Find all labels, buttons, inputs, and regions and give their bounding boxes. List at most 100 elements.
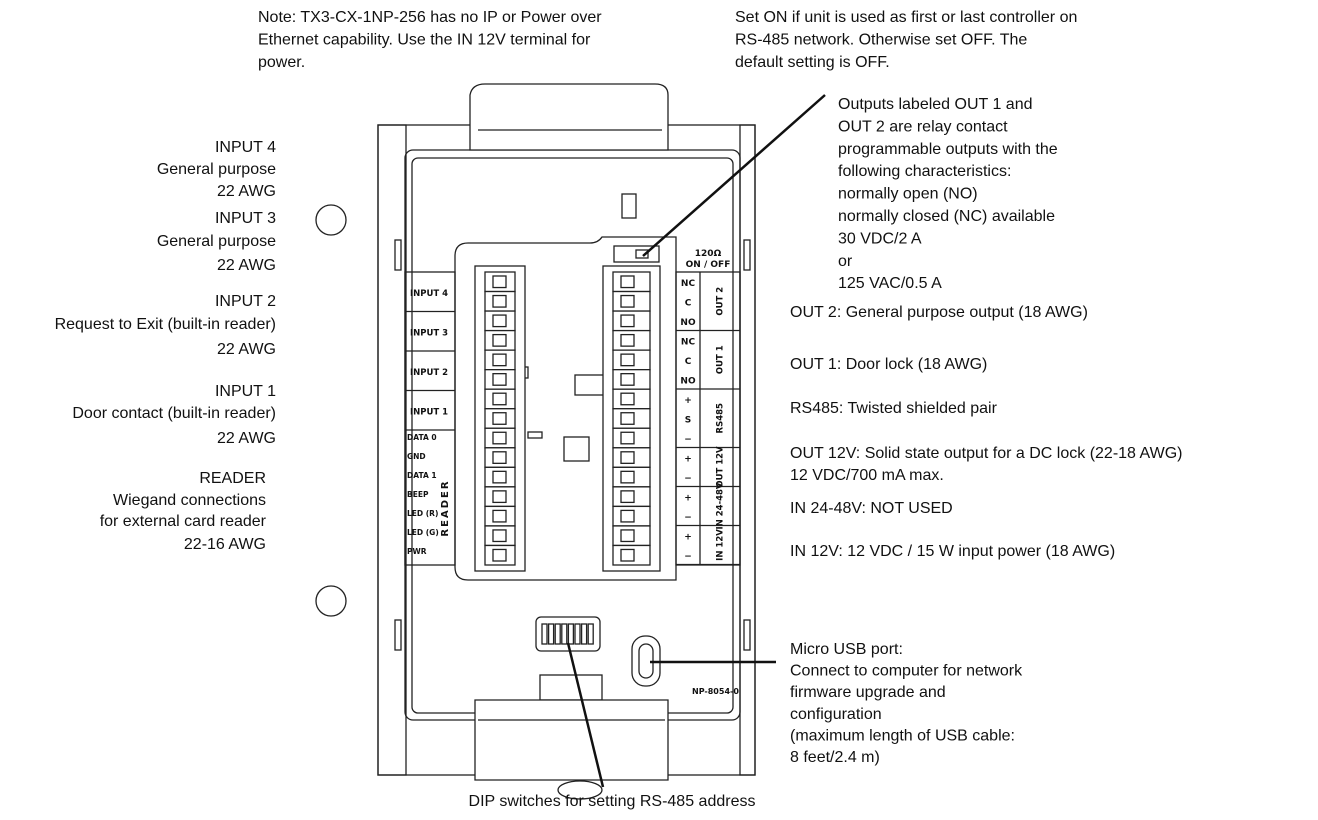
dip-switch[interactable]	[567, 623, 575, 645]
termination-label-ohm: 120Ω	[695, 249, 722, 259]
termination-note-line: Set ON if unit is used as first or last …	[735, 9, 1077, 26]
dip-switch[interactable]	[554, 623, 561, 645]
output-label-table: 120Ω ON / OFF NC C NO OUT 2 NC C NO OUT 1 + S − RS4…	[675, 249, 741, 566]
part-number: NP-8054-0	[692, 687, 739, 696]
termination-label-onoff: ON / OFF	[686, 260, 731, 270]
board-pin-label: −	[684, 474, 692, 484]
input-label-title: INPUT 3	[215, 210, 276, 227]
mounting-hole-top	[315, 204, 347, 236]
left-terminal-block	[474, 265, 526, 572]
dip-note: DIP switches for setting RS-485 address	[469, 793, 756, 810]
dip-switch[interactable]	[561, 623, 568, 645]
outputs-note-line: normally closed (NC) available	[838, 208, 1055, 225]
top-clip	[469, 83, 669, 151]
outputs-note-line: Outputs labeled OUT 1 and	[838, 96, 1033, 113]
input-label-title: READER	[199, 470, 266, 487]
input-label-detail: 22 AWG	[217, 257, 276, 274]
board-pin-label: C	[685, 357, 692, 367]
input-label-title: INPUT 4	[215, 139, 276, 156]
dip-switch[interactable]	[547, 623, 555, 645]
output-description: 12 VDC/700 mA max.	[790, 467, 944, 484]
board-pin-label: C	[685, 299, 692, 309]
termination-note-line: RS-485 network. Otherwise set OFF. The	[735, 32, 1027, 49]
bottom-tab	[539, 674, 603, 701]
board-pin-label: NC	[681, 338, 696, 348]
bottom-clip	[474, 699, 669, 781]
dip-switch[interactable]	[541, 623, 548, 645]
usb-note-line: Micro USB port:	[790, 641, 903, 658]
annotations: Note: TX3-CX-1NP-256 has no IP or Power …	[55, 9, 1183, 810]
board-pin-label: −	[684, 513, 692, 523]
board-pin-label: +	[684, 533, 692, 543]
regulator	[563, 436, 590, 462]
outputs-note-line: 125 VAC/0.5 A	[838, 275, 942, 292]
board-pin-label: NC	[681, 279, 696, 289]
board-input-label: INPUT 4	[410, 289, 448, 299]
dip-switch[interactable]	[574, 623, 581, 645]
board-reader-pin-label: DATA 1	[407, 471, 437, 480]
board-pin-label: NO	[680, 318, 696, 328]
outputs-note-line: OUT 2 are relay contact	[838, 118, 1008, 135]
input-label-detail: Wiegand connections	[113, 492, 266, 509]
board-reader-title: READER	[440, 479, 451, 536]
housing	[377, 83, 756, 800]
board-pin-label: +	[684, 396, 692, 406]
input-label-detail: 22 AWG	[217, 430, 276, 447]
dip-leader-line	[566, 642, 605, 788]
board-input-label: INPUT 1	[410, 408, 448, 418]
output-description: OUT 12V: Solid state output for a DC loc…	[790, 445, 1182, 462]
input-label-detail: Door contact (built-in reader)	[72, 405, 276, 422]
termination-note-line: default setting is OFF.	[735, 54, 890, 71]
power-note-line: Note: TX3-CX-1NP-256 has no IP or Power …	[258, 9, 602, 26]
usb-note-line: Connect to computer for network	[790, 663, 1023, 680]
dip-switch[interactable]	[587, 623, 594, 645]
board-reader-pin-label: BEEP	[407, 490, 429, 499]
input-label-detail: 22 AWG	[217, 183, 276, 200]
outputs-note-line: normally open (NO)	[838, 186, 978, 203]
outputs-note-line: or	[838, 253, 853, 270]
tamper-switch	[621, 193, 637, 219]
right-terminal-block	[602, 265, 661, 572]
input-label-title: INPUT 1	[215, 383, 276, 400]
housing-left-rail	[377, 124, 407, 776]
outputs-note-line: 30 VDC/2 A	[838, 230, 922, 247]
board-output-label: IN 12V	[716, 529, 726, 561]
termination-leader-line	[642, 94, 826, 257]
board-reader-pin-label: GND	[407, 452, 426, 461]
input-label-detail: 22-16 AWG	[184, 536, 266, 553]
usb-note-line: configuration	[790, 706, 882, 723]
usb-note-line: 8 feet/2.4 m)	[790, 749, 880, 766]
input-label-title: INPUT 2	[215, 293, 276, 310]
board-output-label: IN 24-48V	[716, 482, 726, 529]
bottom-screw	[557, 780, 603, 800]
board-reader-pin-label: DATA 0	[407, 433, 437, 442]
input-label-detail: Request to Exit (built-in reader)	[55, 316, 276, 333]
usb-note-line: firmware upgrade and	[790, 684, 946, 701]
board-pin-label: NO	[680, 377, 696, 387]
power-note-line: power.	[258, 54, 305, 71]
board-output-label: OUT 1	[716, 345, 726, 374]
dip-switch[interactable]	[580, 623, 588, 645]
output-description: RS485: Twisted shielded pair	[790, 400, 998, 417]
output-description: OUT 1: Door lock (18 AWG)	[790, 356, 987, 373]
output-description: OUT 2: General purpose output (18 AWG)	[790, 304, 1088, 321]
board-output-label: OUT 12V	[716, 446, 726, 488]
board-output-label: RS485	[716, 403, 726, 433]
board-input-label: INPUT 3	[410, 329, 448, 339]
board-pin-label: +	[684, 494, 692, 504]
board-pin-label: S	[685, 416, 691, 426]
component	[574, 374, 606, 396]
board-pin-label: −	[684, 435, 692, 445]
input-label-detail: General purpose	[157, 233, 276, 250]
power-note-line: Ethernet capability. Use the IN 12V term…	[258, 32, 591, 49]
usb-note-line: (maximum length of USB cable:	[790, 727, 1015, 744]
board-reader-pin-label: PWR	[407, 547, 427, 556]
input-label-detail: General purpose	[157, 161, 276, 178]
input-label-detail: 22 AWG	[217, 341, 276, 358]
dip-switches[interactable]	[541, 623, 594, 645]
board-output-label: OUT 2	[716, 287, 726, 316]
outputs-note-line: programmable outputs with the	[838, 141, 1058, 158]
output-description: IN 12V: 12 VDC / 15 W input power (18 AW…	[790, 543, 1115, 560]
